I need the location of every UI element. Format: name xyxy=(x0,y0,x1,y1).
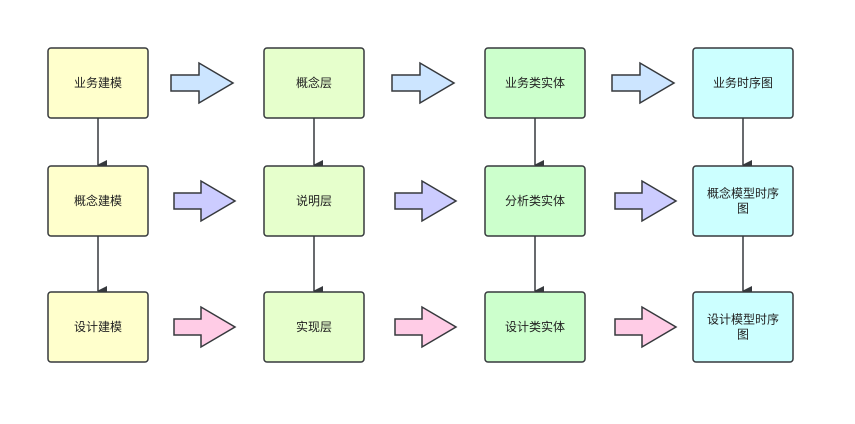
horizontal-flow-arrows xyxy=(170,61,678,349)
flow-arrow xyxy=(173,305,237,349)
flow-arrow xyxy=(173,179,237,223)
flow-arrow xyxy=(391,61,456,105)
node-modeling-0: 业务建模 xyxy=(47,47,149,119)
node-entities-1: 分析类实体 xyxy=(484,165,586,237)
node-layers-1: 说明层 xyxy=(263,165,365,237)
flow-arrow xyxy=(614,305,678,349)
node-label: 设计模型时序 xyxy=(707,312,779,327)
node-label: 业务建模 xyxy=(74,75,122,90)
flow-arrow xyxy=(394,305,458,349)
node-label: 业务类实体 xyxy=(505,75,565,90)
node-modeling-2: 设计建模 xyxy=(47,291,149,363)
node-modeling-1: 概念建模 xyxy=(47,165,149,237)
vertical-connectors xyxy=(97,118,752,296)
node-entities-0: 业务类实体 xyxy=(484,47,586,119)
flow-arrow xyxy=(614,179,678,223)
node-entities-2: 设计类实体 xyxy=(484,291,586,363)
node-label: 概念建模 xyxy=(74,193,122,208)
flow-arrow xyxy=(394,179,458,223)
node-label: 实现层 xyxy=(296,319,332,334)
node-label: 概念模型时序 xyxy=(707,186,779,201)
node-label: 设计建模 xyxy=(74,320,122,334)
node-sequence-0: 业务时序图 xyxy=(692,47,794,119)
node-label: 概念层 xyxy=(296,75,332,90)
node-label: 分析类实体 xyxy=(505,193,565,208)
node-layers-0: 概念层 xyxy=(263,47,365,119)
flow-arrow xyxy=(611,61,676,105)
node-layers-2: 实现层 xyxy=(263,291,365,363)
flow-arrow xyxy=(170,61,235,105)
node-label: 图 xyxy=(737,202,749,216)
node-label: 说明层 xyxy=(296,193,332,208)
node-label: 设计类实体 xyxy=(505,319,565,334)
node-label: 业务时序图 xyxy=(713,75,773,90)
node-label: 图 xyxy=(737,328,749,342)
